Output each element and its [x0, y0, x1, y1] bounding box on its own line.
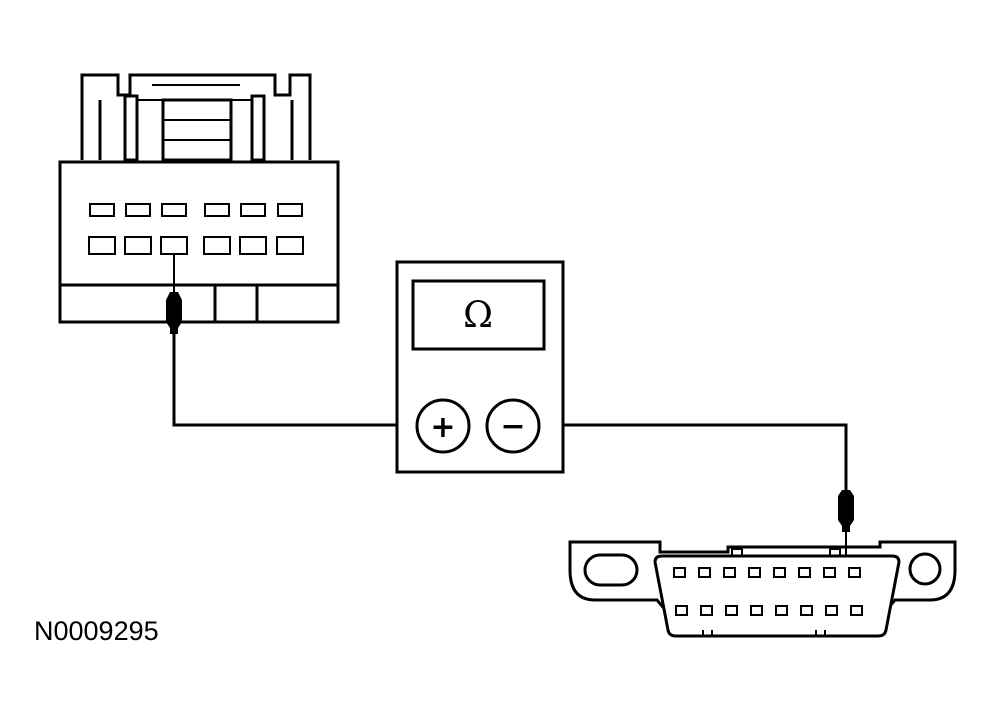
test-lead-negative — [540, 423, 854, 572]
dlc-pins-lower — [675, 605, 863, 616]
meter-display — [411, 279, 546, 351]
connector-pins-upper — [89, 203, 303, 217]
component-connector — [58, 73, 340, 324]
component-data-link-connector — [568, 540, 957, 638]
minus-symbol: − — [500, 409, 525, 444]
negative-terminal: − — [485, 398, 541, 454]
figure-id-label: N0009295 — [34, 616, 159, 646]
test-lead-positive — [166, 254, 418, 427]
plus-symbol: + — [430, 410, 455, 445]
ohmmeter: Ω + − — [395, 260, 565, 474]
ohm-symbol: Ω — [463, 295, 493, 336]
connector-pins-lower — [88, 236, 304, 255]
dlc-pins-upper — [673, 567, 861, 578]
positive-terminal: + — [415, 398, 471, 454]
